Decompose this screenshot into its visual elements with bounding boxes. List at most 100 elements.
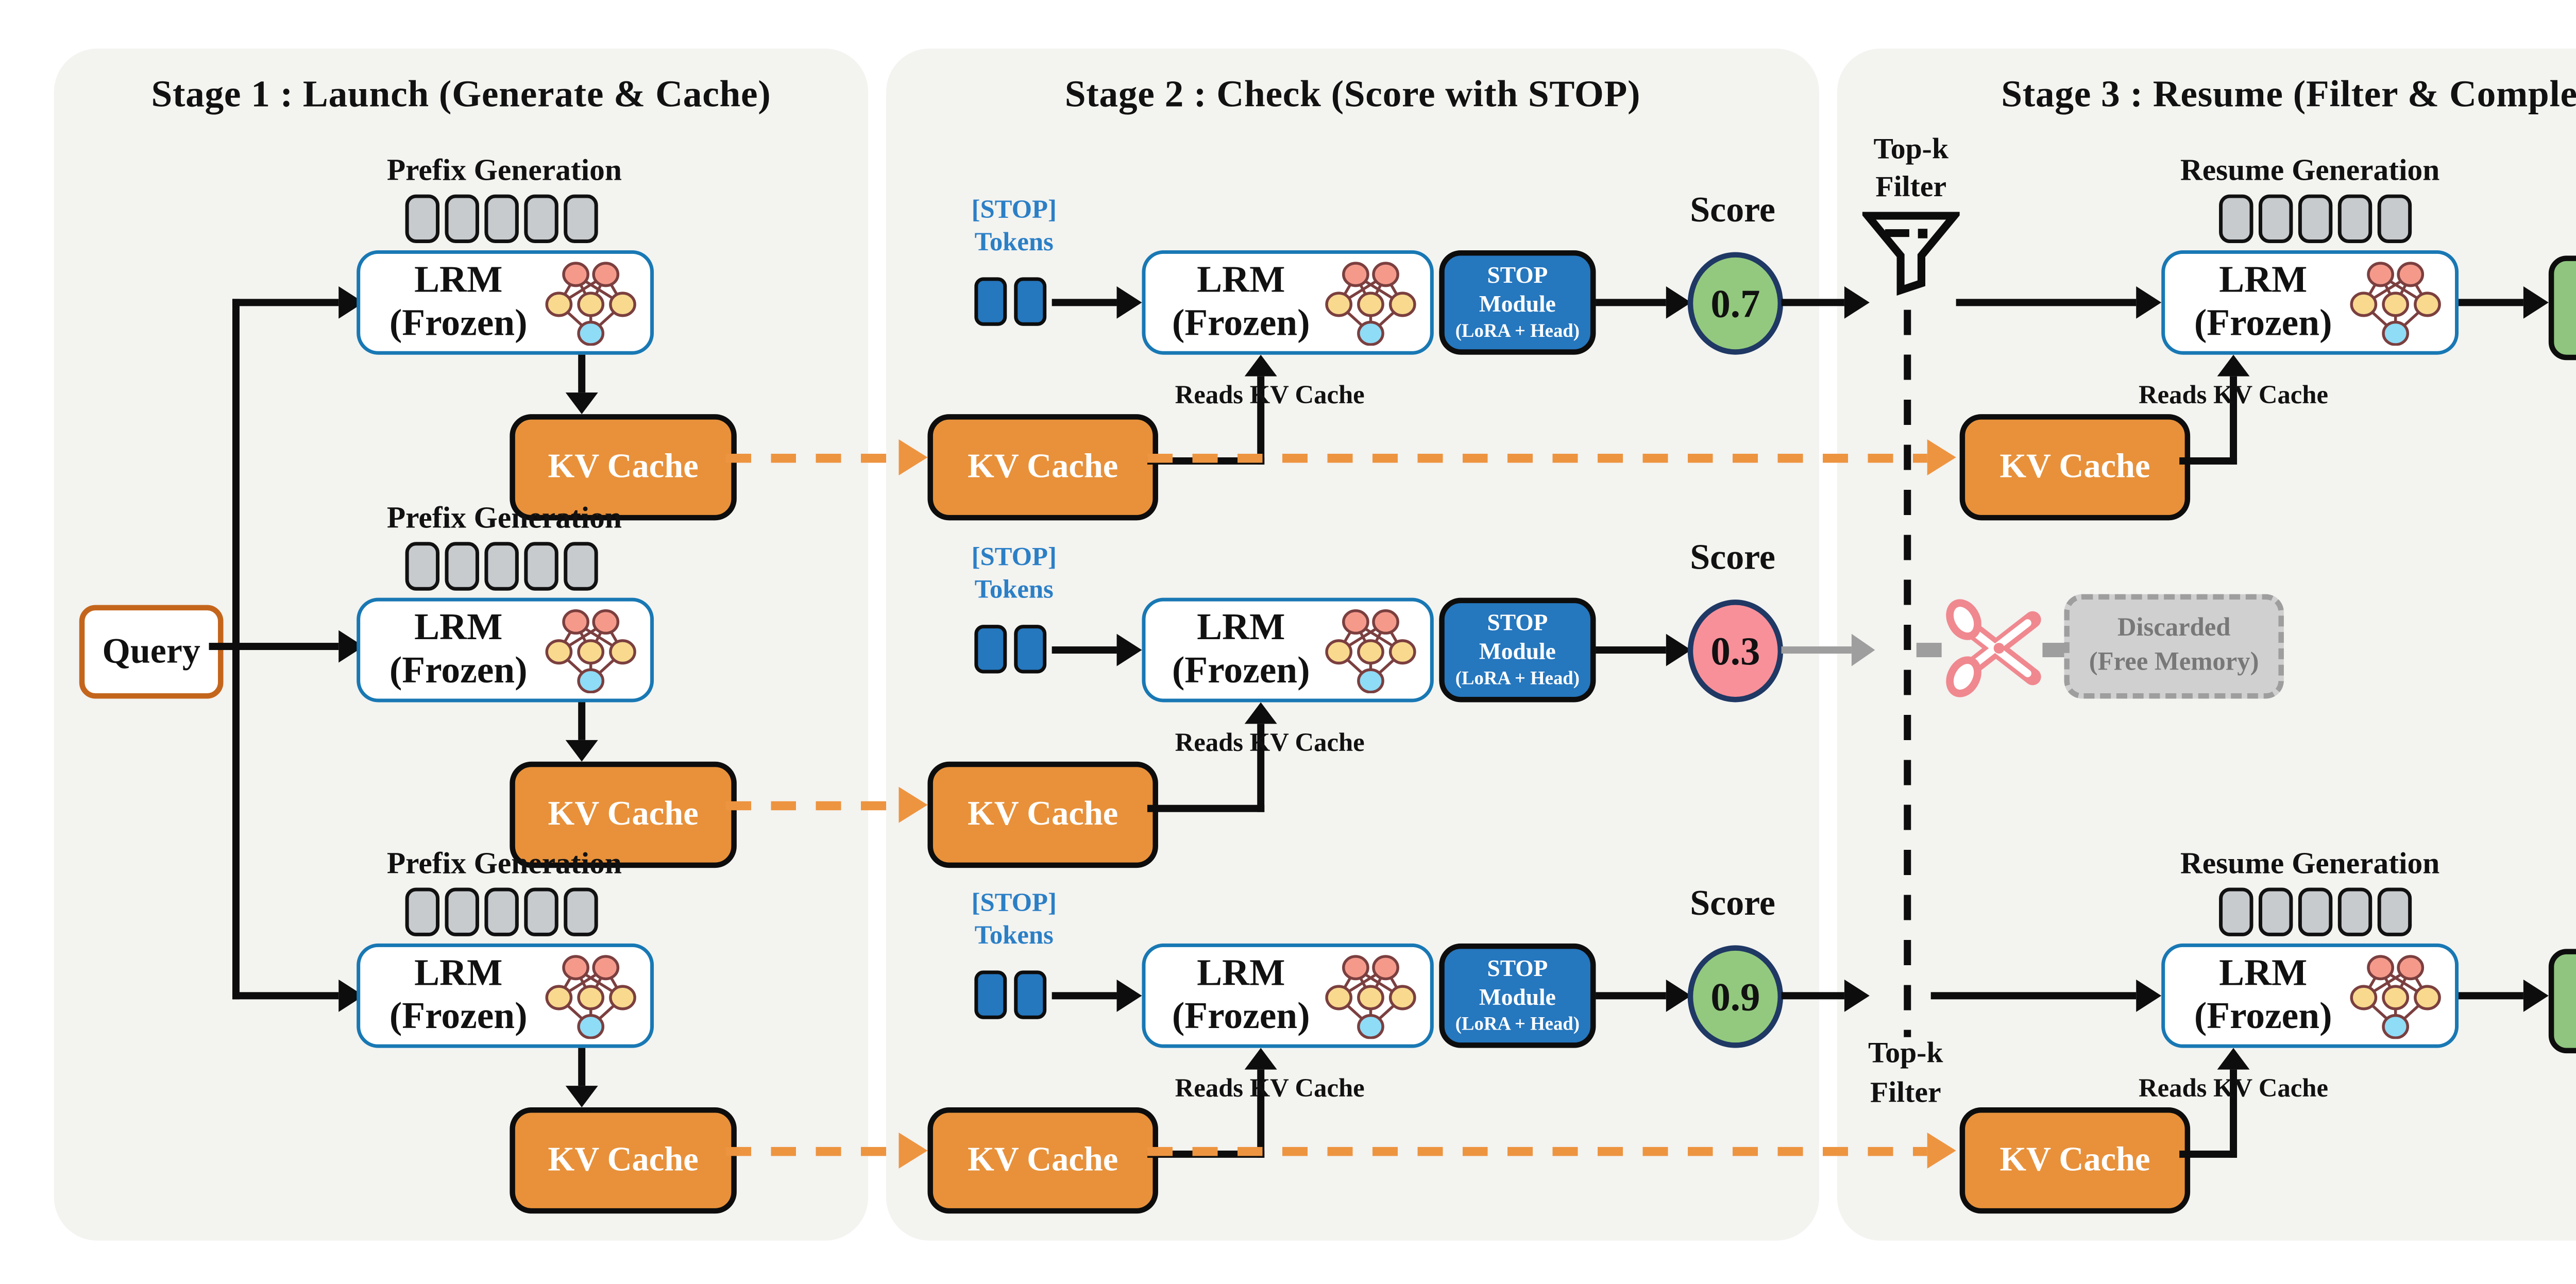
score-to-filter-arrow: [1781, 299, 1844, 306]
topk-filter-label: Top-k: [1868, 1035, 1943, 1070]
reads-kv-cache-label: Reads KV Cache: [1175, 382, 1365, 411]
lrm-box: LRM(Frozen): [1142, 943, 1434, 1048]
tokens-to-lrm-arrow: [1052, 646, 1117, 654]
kv-cache-box: KV Cache: [927, 1107, 1158, 1214]
token: [405, 887, 440, 936]
token: [484, 194, 519, 243]
funnel-icon: [1862, 212, 1960, 296]
token: [2377, 194, 2412, 243]
stop-tokens-label: Tokens: [974, 921, 1054, 951]
lrm-to-kv-connector: [578, 1048, 586, 1086]
filter-to-lrm-arrow: [1956, 299, 2137, 306]
lrm-name: LRM: [414, 951, 503, 995]
arrowhead: [2217, 354, 2250, 376]
token: [2298, 194, 2333, 243]
reads-kv-cache-label: Reads KV Cache: [1175, 729, 1365, 758]
neural-network-icon: [2350, 262, 2441, 346]
score-circle: 0.9: [1687, 945, 1784, 1048]
neural-network-icon: [1325, 955, 1416, 1039]
kv-cache-box: KV Cache: [510, 1107, 737, 1214]
token: [445, 887, 479, 936]
gray-arrowhead: [1851, 634, 1875, 666]
module-to-score-arrow: [1596, 646, 1666, 654]
kv-transfer-dashed-arrow: [1147, 453, 1927, 463]
module-to-score-arrow: [1596, 992, 1666, 1000]
prefix-generation-label: Prefix Generation: [386, 846, 622, 881]
stop-token: [1014, 277, 1047, 326]
orange-arrowhead: [899, 786, 928, 823]
stop-token: [974, 625, 1007, 674]
kv-read-connector: [2230, 1069, 2238, 1158]
arrowhead: [2523, 979, 2549, 1012]
scissors-icon: [1946, 599, 2041, 697]
topk-threshold-dashed-line: [1904, 310, 1910, 1037]
lrm-name: LRM: [414, 606, 503, 649]
arrowhead: [1844, 286, 1870, 319]
tokens-to-lrm-arrow: [1052, 992, 1117, 1000]
prefix-generation-label: Prefix Generation: [386, 500, 622, 535]
kv-read-connector: [1257, 1069, 1265, 1158]
arrowhead: [1666, 979, 1691, 1012]
topk-filter-label: Filter: [1870, 1075, 1941, 1109]
arrowhead: [1666, 286, 1691, 319]
kv-cache-box: KV Cache: [1959, 414, 2191, 521]
score-circle: 0.7: [1687, 252, 1784, 355]
arrowhead: [2136, 286, 2162, 319]
filter-to-lrm-arrow: [1930, 992, 2137, 1000]
kv-read-connector: [1257, 724, 1265, 812]
lrm-to-kv-connector: [578, 702, 586, 740]
arrowhead: [1244, 1048, 1277, 1070]
lrm-state: (Frozen): [1172, 300, 1310, 344]
neural-network-icon: [545, 609, 636, 693]
final-answer-box: Final Answer 1: [2548, 255, 2576, 361]
arrowhead: [1116, 286, 1142, 319]
token: [405, 194, 440, 243]
kv-transfer-dashed-arrow: [725, 1146, 899, 1156]
topk-filter-label: Top-k: [1873, 131, 1948, 166]
lrm-box: LRM(Frozen): [357, 943, 654, 1048]
lrm-box: LRM(Frozen): [357, 597, 654, 703]
token: [445, 194, 479, 243]
token: [524, 887, 558, 936]
stop-tokens-label: Tokens: [974, 576, 1054, 605]
lrm-box: LRM(Frozen): [357, 250, 654, 355]
lrm-box: LRM(Frozen): [1142, 250, 1434, 355]
arrowhead: [565, 1086, 598, 1108]
kv-read-connector: [2230, 376, 2238, 465]
arrowhead: [1844, 979, 1870, 1012]
token: [2258, 194, 2293, 243]
kv-transfer-dashed-arrow: [725, 453, 899, 463]
topk-filter-label: Filter: [1875, 169, 1947, 204]
query-label: Query: [102, 631, 200, 671]
reads-kv-cache-label: Reads KV Cache: [1175, 1075, 1365, 1104]
arrowhead: [2523, 286, 2549, 319]
stop-module-box: STOP Module (LoRA + Head): [1439, 250, 1596, 355]
final-answer-box: Final Answer 2: [2548, 949, 2576, 1054]
token: [564, 887, 598, 936]
token: [2377, 887, 2412, 936]
neural-network-icon: [2350, 955, 2441, 1039]
arrowhead: [2136, 979, 2162, 1012]
orange-arrowhead: [1927, 1132, 1956, 1169]
stop-tokens-label: [STOP]: [971, 889, 1057, 918]
lrm-state: (Frozen): [1172, 648, 1310, 692]
arrowhead: [1244, 354, 1277, 376]
kv-read-connector: [2179, 1150, 2238, 1158]
kv-cache-box: KV Cache: [510, 414, 737, 521]
token: [2258, 887, 2293, 936]
lrm-state: (Frozen): [389, 994, 528, 1037]
kv-cache-box: KV Cache: [510, 761, 737, 868]
score-to-discard-arrow: [1781, 646, 1852, 654]
arrowhead: [565, 740, 598, 762]
discarded-box: Discarded (Free Memory): [2064, 594, 2284, 699]
token: [484, 542, 519, 591]
lrm-name: LRM: [2219, 258, 2308, 302]
stop-tokens-label: [STOP]: [971, 196, 1057, 225]
token: [2219, 194, 2253, 243]
lrm-name: LRM: [1197, 258, 1285, 302]
lrm-state: (Frozen): [1172, 994, 1310, 1037]
query-box: Query: [79, 605, 224, 699]
score-label: Score: [1690, 191, 1776, 231]
query-connector: [209, 643, 339, 650]
orange-arrowhead: [899, 439, 928, 475]
